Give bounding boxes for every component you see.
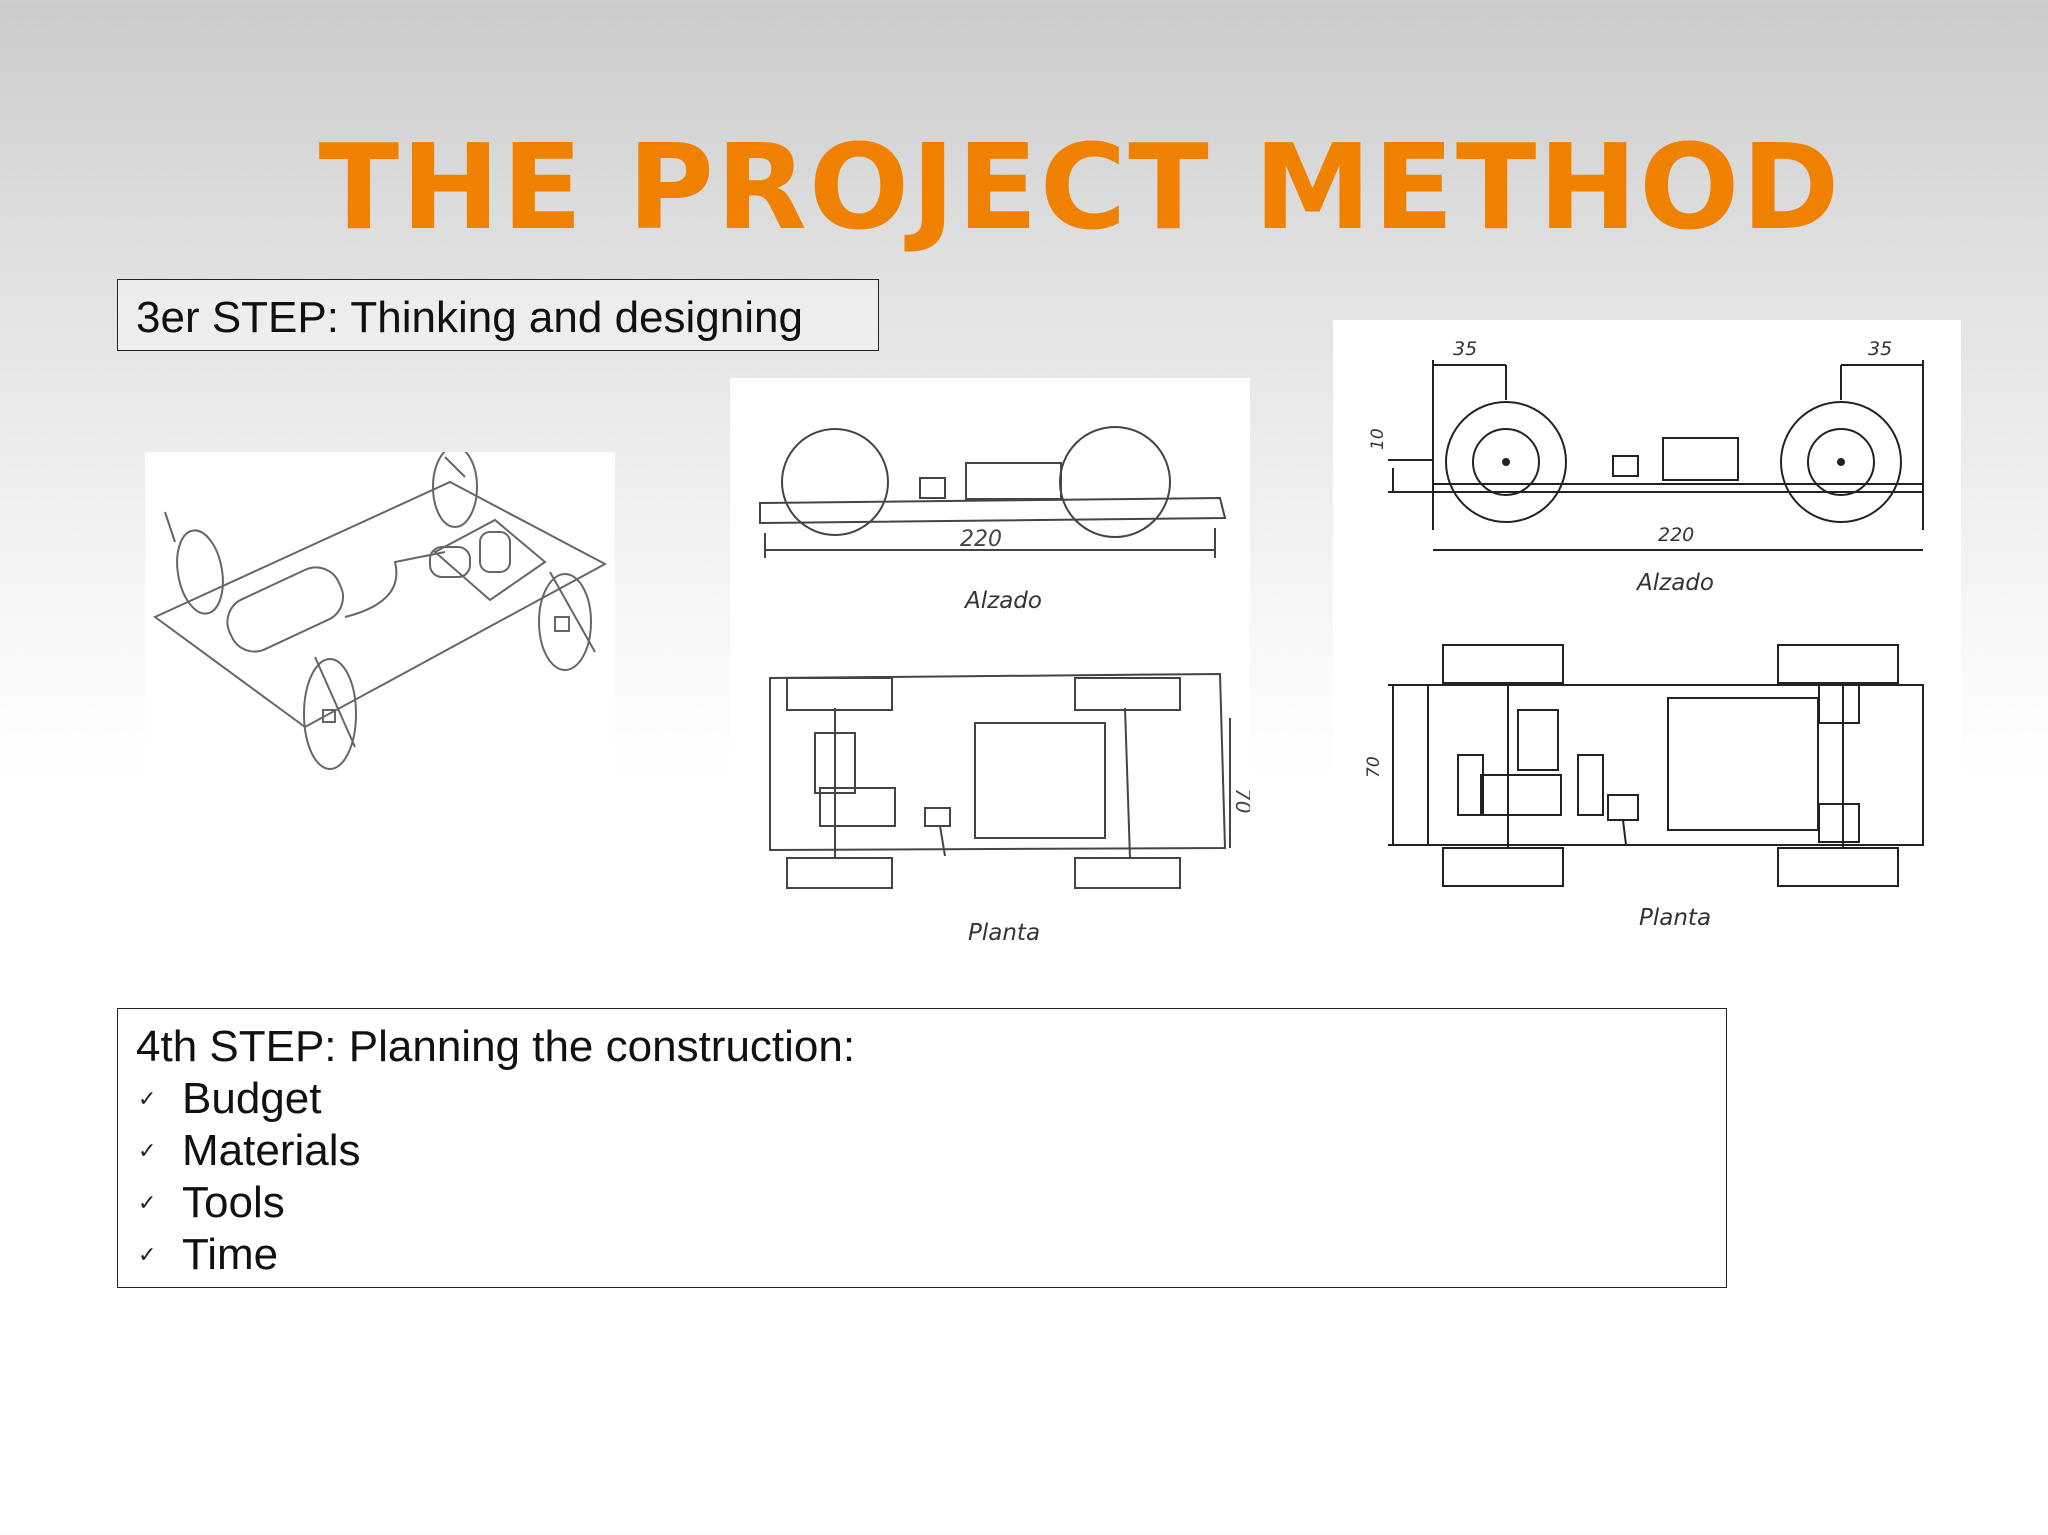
checkmark-icon: ✓ <box>138 1086 157 1111</box>
hand-plan-dimension: 70 <box>1231 788 1250 813</box>
hand-drawing-image: 220 Alzado 70 Planta <box>730 378 1250 950</box>
list-item-label: Materials <box>182 1126 361 1175</box>
checkmark-icon: ✓ <box>138 1242 157 1267</box>
tech-dim-height: 10 <box>1368 428 1388 450</box>
hand-dimension-label: 220 <box>960 527 1002 552</box>
checkmark-icon: ✓ <box>138 1190 157 1215</box>
tech-plan-dimension: 70 <box>1364 756 1384 778</box>
step4-list: ✓ Budget ✓ Materials ✓ Tools ✓ Time <box>136 1073 1708 1281</box>
car-sketch-image <box>145 452 615 772</box>
step4-box: 4th STEP: Planning the construction: ✓ Bu… <box>117 1008 1727 1288</box>
list-item: ✓ Time <box>136 1229 1708 1281</box>
list-item: ✓ Tools <box>136 1177 1708 1229</box>
tech-elevation-caption: Alzado <box>1635 570 1714 596</box>
step4-heading: 4th STEP: Planning the construction: <box>136 1022 856 1071</box>
hand-elevation-caption: Alzado <box>963 588 1042 614</box>
page-title: THE PROJECT METHOD <box>318 118 1842 256</box>
list-item-label: Budget <box>182 1074 322 1123</box>
step3-label: 3er STEP: Thinking and designing <box>136 293 803 342</box>
tech-dim-left: 35 <box>1453 338 1477 360</box>
checkmark-icon: ✓ <box>138 1138 157 1163</box>
list-item-label: Time <box>182 1230 279 1279</box>
tech-plan-caption: Planta <box>1639 905 1711 931</box>
list-item-label: Tools <box>182 1178 285 1227</box>
technical-drawing-image: 35 35 10 220 Alzado 70 Planta <box>1333 320 1961 940</box>
step3-box: 3er STEP: Thinking and designing <box>117 279 879 351</box>
tech-dim-right: 35 <box>1868 338 1892 360</box>
hand-plan-caption: Planta <box>968 920 1040 946</box>
tech-dim-length: 220 <box>1658 524 1694 546</box>
list-item: ✓ Materials <box>136 1125 1708 1177</box>
list-item: ✓ Budget <box>136 1073 1708 1125</box>
car-sketch-icon <box>153 452 608 770</box>
